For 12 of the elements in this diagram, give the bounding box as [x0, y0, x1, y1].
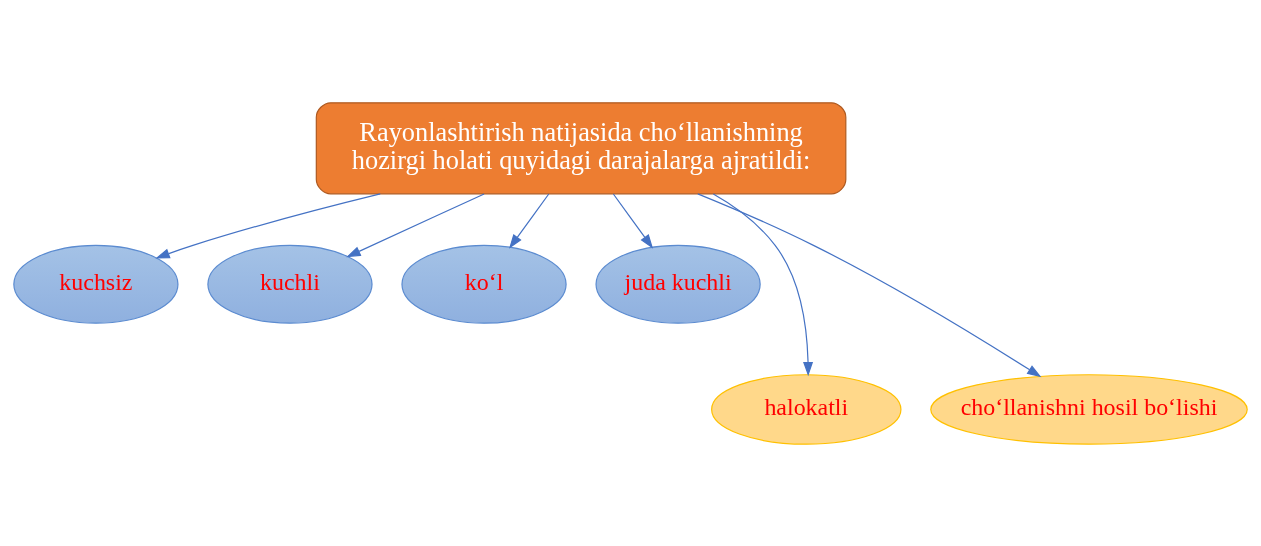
node-ellipse: cho‘llanishni hosil bo‘lishi	[930, 373, 1248, 445]
node-ellipse: juda kuchli	[595, 244, 761, 324]
node-ellipse: halokatli	[711, 373, 902, 445]
arrow	[697, 192, 1042, 377]
arrow	[509, 192, 550, 249]
arrow	[712, 192, 814, 376]
node-box: Rayonlashtirish natijasida cho‘llanishning hozirgi holati quyidagi darajalarga ajratildi:	[315, 101, 847, 194]
arrow	[155, 192, 381, 259]
node-ellipse: kuchsiz	[13, 244, 179, 324]
arrow	[612, 192, 654, 249]
arrow	[346, 192, 485, 257]
node-ellipse: ko‘l	[401, 244, 567, 324]
